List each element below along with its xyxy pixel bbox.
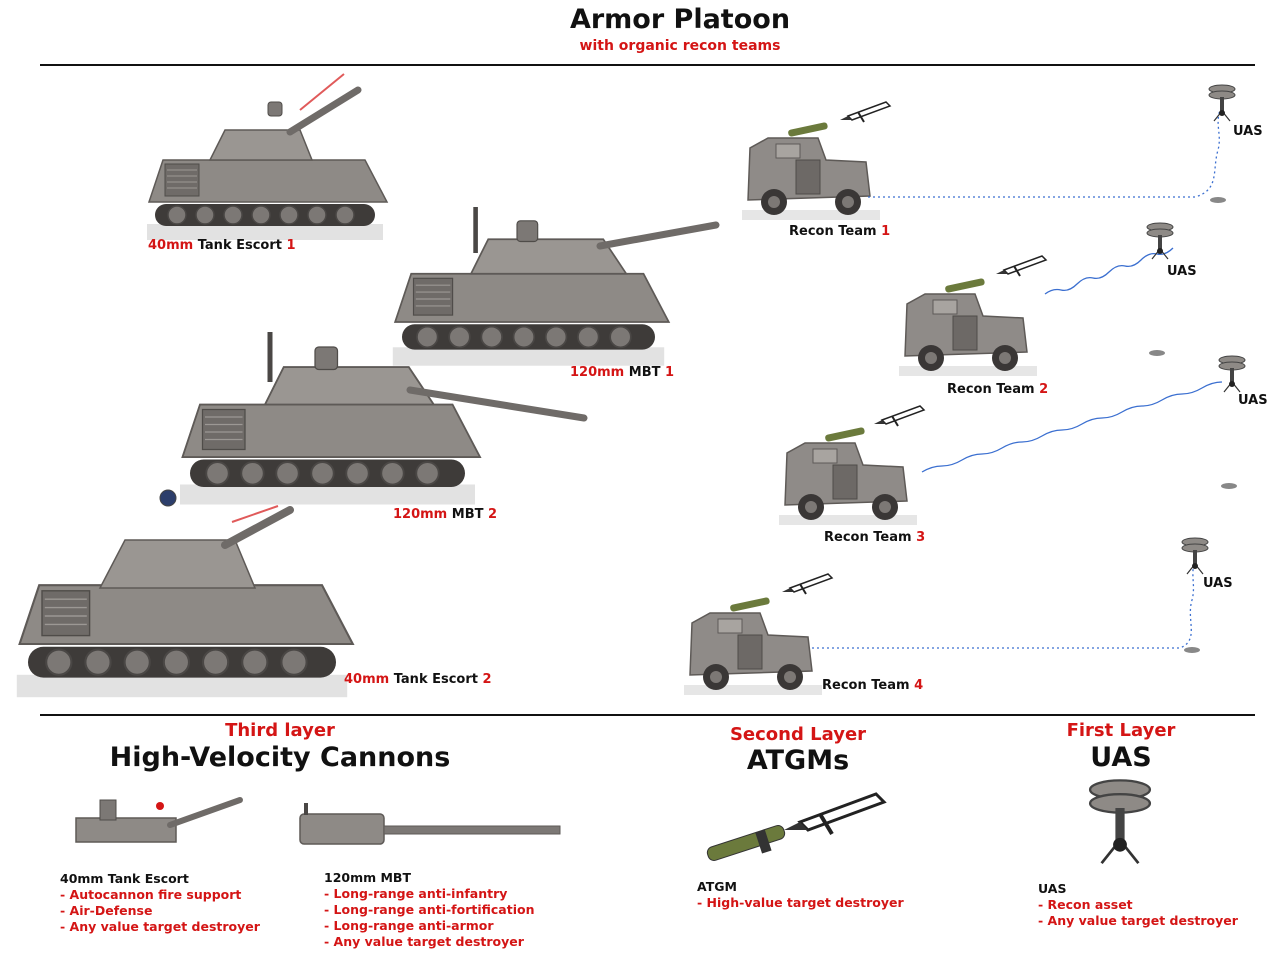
vehicle-name: Tank Escort — [197, 238, 282, 253]
mbt-2-figure — [179, 331, 588, 506]
legend-head: 120mm MBT — [324, 870, 411, 885]
caliber: 40mm — [344, 672, 390, 687]
legend-item: - Recon asset — [1038, 897, 1133, 912]
uas-drone-1 — [1208, 84, 1236, 203]
mbt-1-figure — [391, 206, 720, 367]
recon-name: Recon Team — [947, 382, 1035, 397]
label-uas-2: UAS — [1167, 264, 1197, 279]
legend-item: - Any value target destroyer — [324, 934, 524, 949]
uas-link-1 — [868, 109, 1221, 198]
label-mbt-1: 120mm MBT 1 — [570, 365, 674, 380]
caliber: 40mm — [148, 238, 194, 253]
uas-drone-2 — [1146, 222, 1174, 356]
label-tank-escort-2: 40mm Tank Escort 2 — [344, 672, 492, 687]
legend-main-gun-figure — [299, 803, 561, 845]
page-title: Armor Platoon — [569, 4, 791, 35]
second-layer-title: ATGMs — [746, 745, 850, 776]
legend-autocannon-figure — [75, 797, 243, 843]
legend-tank-escort: 40mm Tank Escort - Autocannon fire suppo… — [60, 871, 260, 935]
tank-escort-1-figure — [146, 73, 388, 241]
recon-number: 1 — [881, 224, 891, 239]
recon-team-2-figure — [898, 255, 1047, 377]
recon-team-1-figure — [741, 101, 891, 221]
recon-name: Recon Team — [822, 678, 910, 693]
recon-team-3-figure — [778, 405, 925, 526]
uas-drone-4 — [1181, 537, 1209, 653]
tank-escort-2-figure — [15, 489, 354, 699]
label-recon-team-2: Recon Team 2 — [947, 382, 1048, 397]
caliber: 120mm — [570, 365, 625, 380]
legend-head: ATGM — [697, 879, 737, 894]
label-uas-4: UAS — [1203, 576, 1233, 591]
label-recon-team-1: Recon Team 1 — [789, 224, 890, 239]
vehicle-number: 1 — [286, 238, 296, 253]
recon-name: Recon Team — [789, 224, 877, 239]
vehicle-number: 2 — [488, 507, 498, 522]
recon-number: 2 — [1039, 382, 1049, 397]
bottom-divider — [40, 714, 1255, 716]
legend-item: - Long-range anti-infantry — [324, 886, 508, 901]
recon-number: 3 — [916, 530, 926, 545]
legend-atgm: ATGM - High-value target destroyer — [697, 879, 904, 911]
recon-name: Recon Team — [824, 530, 912, 545]
second-layer-subtitle: Second Layer — [729, 724, 867, 745]
third-layer-title: High-Velocity Cannons — [109, 742, 451, 773]
top-divider — [40, 64, 1255, 66]
first-layer-title: UAS — [1090, 742, 1152, 773]
legend-item: - Air-Defense — [60, 903, 153, 918]
legend-uas-figure — [1088, 779, 1152, 865]
caliber: 120mm — [393, 507, 448, 522]
legend-item: - Long-range anti-armor — [324, 918, 494, 933]
vehicle-name: MBT — [451, 507, 484, 522]
legend-item: - Any value target destroyer — [1038, 913, 1238, 928]
first-layer-subtitle: First Layer — [1066, 720, 1176, 741]
recon-number: 4 — [914, 678, 924, 693]
legend-item: - High-value target destroyer — [697, 895, 904, 910]
page-subtitle: with organic recon teams — [579, 38, 781, 54]
label-recon-team-3: Recon Team 3 — [824, 530, 925, 545]
uas-link-4 — [812, 559, 1196, 649]
uas-link-2 — [1044, 247, 1174, 295]
vehicle-number: 2 — [482, 672, 492, 687]
legend-item: - Long-range anti-fortification — [324, 902, 535, 917]
legend-mbt: 120mm MBT - Long-range anti-infantry - L… — [324, 870, 535, 950]
label-mbt-2: 120mm MBT 2 — [393, 507, 497, 522]
legend-head: UAS — [1038, 881, 1067, 896]
vehicle-number: 1 — [665, 365, 675, 380]
third-layer-subtitle: Third layer — [225, 720, 335, 741]
legend-head: 40mm Tank Escort — [60, 871, 189, 886]
label-uas-1: UAS — [1233, 124, 1263, 139]
legend-item: - Any value target destroyer — [60, 919, 260, 934]
uas-drone-3 — [1218, 355, 1246, 489]
label-uas-3: UAS — [1238, 393, 1268, 408]
legend-item: - Autocannon fire support — [60, 887, 242, 902]
vehicle-name: MBT — [628, 365, 661, 380]
vehicle-name: Tank Escort — [393, 672, 478, 687]
uas-link-3 — [921, 381, 1223, 473]
legend-uas: UAS - Recon asset - Any value target des… — [1038, 881, 1238, 929]
legend-atgm-figure — [706, 792, 886, 861]
recon-team-4-figure — [683, 573, 833, 696]
label-tank-escort-1: 40mm Tank Escort 1 — [148, 238, 296, 253]
label-recon-team-4: Recon Team 4 — [822, 678, 923, 693]
